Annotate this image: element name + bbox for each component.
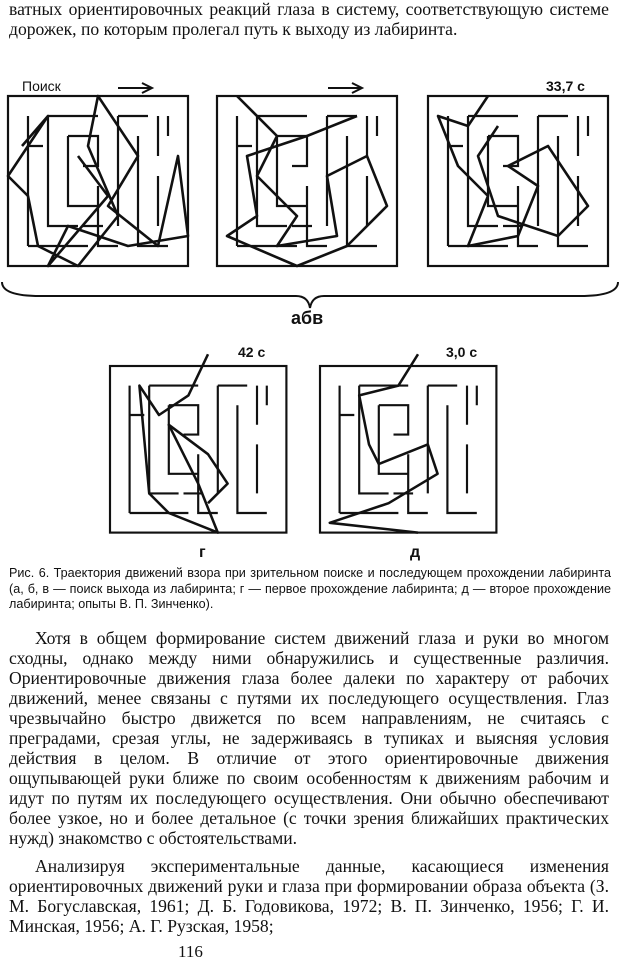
maze-b <box>215 94 399 268</box>
caption-text: Рис. 6. Траектория движений взора при зр… <box>9 566 611 611</box>
top-paragraph: ватных ориентировочных реакций глаза в с… <box>9 0 609 39</box>
maze-d <box>318 353 498 534</box>
figure-maze-trajectories: Поиск 33,7 с абв 42 с 3,0 с г д <box>0 70 620 570</box>
maze-a <box>6 94 190 268</box>
brace <box>1 281 619 309</box>
second-paragraph: Анализируя экспериментальные данные, кас… <box>9 856 609 936</box>
label-d: д <box>410 544 421 561</box>
figure-caption: Рис. 6. Траектория движений взора при зр… <box>9 566 611 613</box>
label-g: г <box>199 544 206 561</box>
label-search: Поиск <box>22 78 61 94</box>
arrow-icon <box>118 82 155 94</box>
label-abv: абв <box>291 308 324 328</box>
main-paragraph: Хотя в общем формирование систем движени… <box>9 628 609 848</box>
arrow-icon <box>328 82 365 94</box>
page-number: 116 <box>178 942 203 961</box>
maze-drawings <box>1 82 619 534</box>
maze-g <box>108 353 288 534</box>
time-d: 3,0 с <box>446 344 478 360</box>
caption-end: . <box>209 597 214 611</box>
time-v: 33,7 с <box>546 78 585 94</box>
maze-v <box>426 94 610 268</box>
time-g: 42 с <box>238 344 266 360</box>
